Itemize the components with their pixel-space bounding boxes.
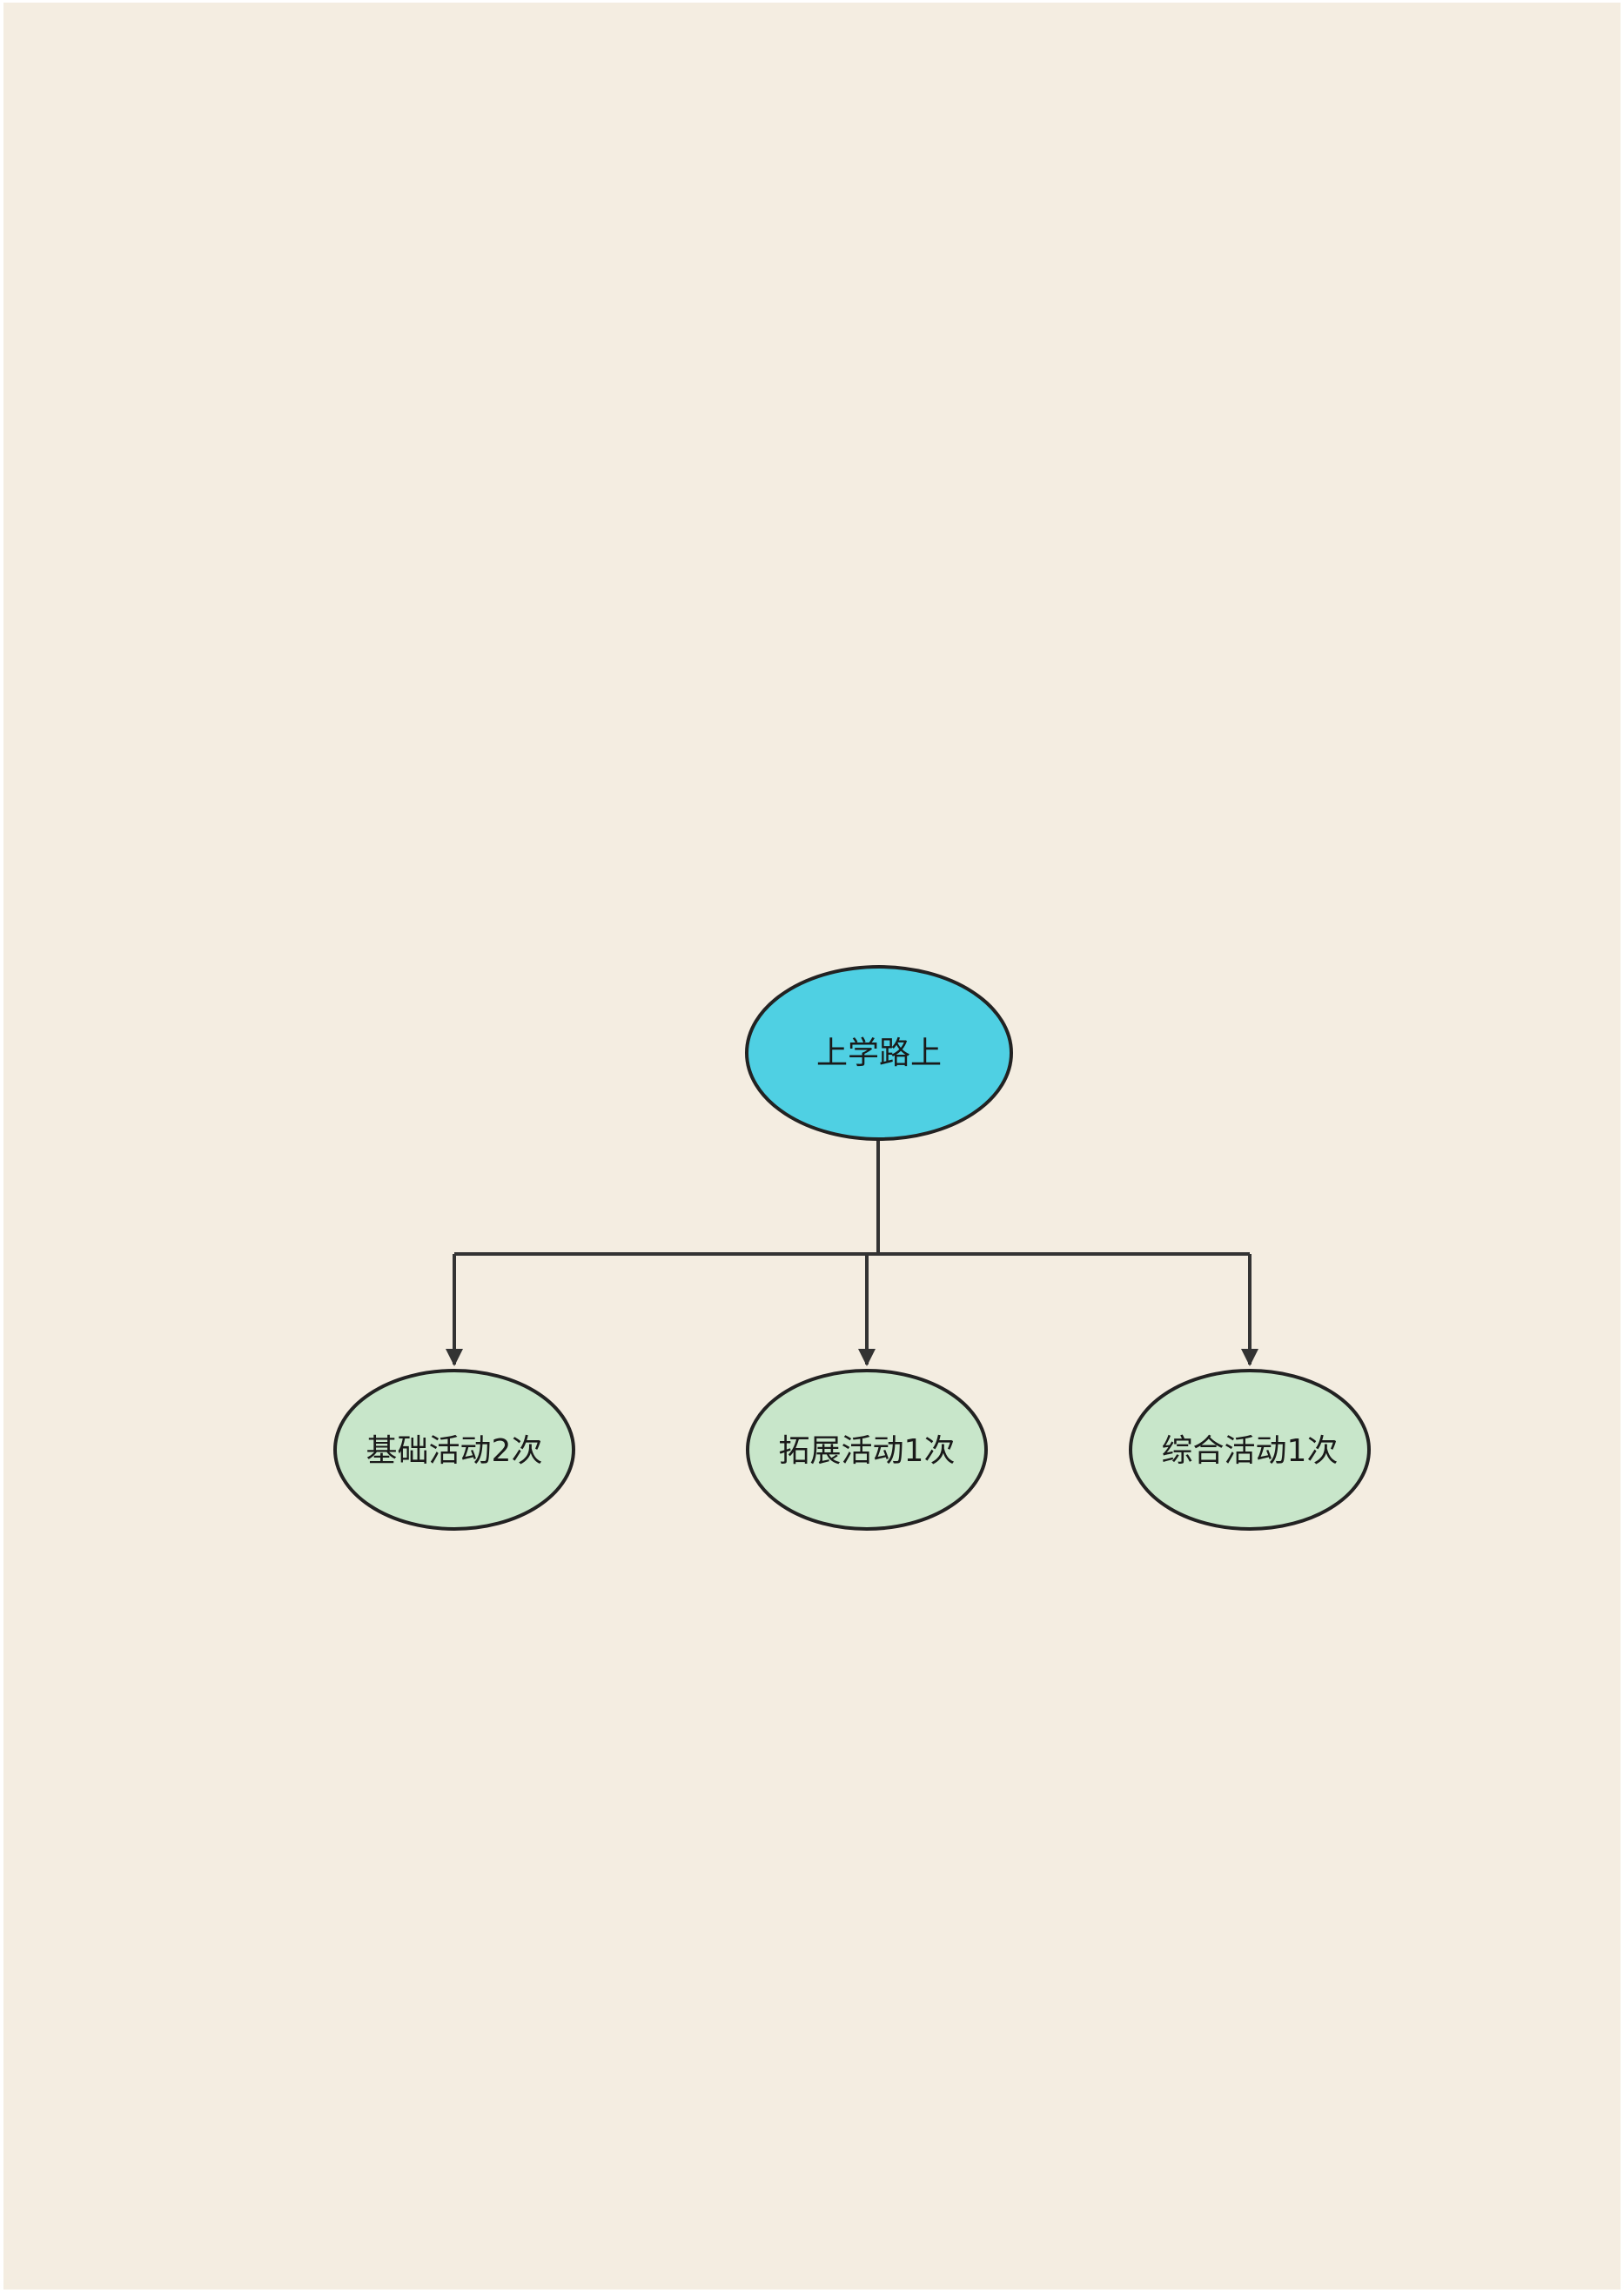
- child-node-2-ellipse: [746, 1369, 988, 1531]
- child-node-2-label: 拓展活动1次: [779, 1433, 956, 1469]
- child-node-3[interactable]: 综合活动1次: [1129, 1369, 1371, 1531]
- child-node-1-label: 基础活动2次: [366, 1433, 543, 1469]
- child-node-3-ellipse: [1129, 1369, 1371, 1531]
- connectors: [446, 1140, 1258, 1366]
- page-background: [3, 3, 1621, 2290]
- child-node-1[interactable]: 基础活动2次: [333, 1369, 575, 1531]
- root-node-label: 上学路上: [816, 1036, 942, 1071]
- child-node-3-label: 综合活动1次: [1162, 1433, 1339, 1469]
- root-node-ellipse: [745, 965, 1013, 1141]
- child-node-2[interactable]: 拓展活动1次: [746, 1369, 988, 1531]
- root-node[interactable]: 上学路上: [745, 965, 1013, 1141]
- child-node-1-ellipse: [333, 1369, 575, 1531]
